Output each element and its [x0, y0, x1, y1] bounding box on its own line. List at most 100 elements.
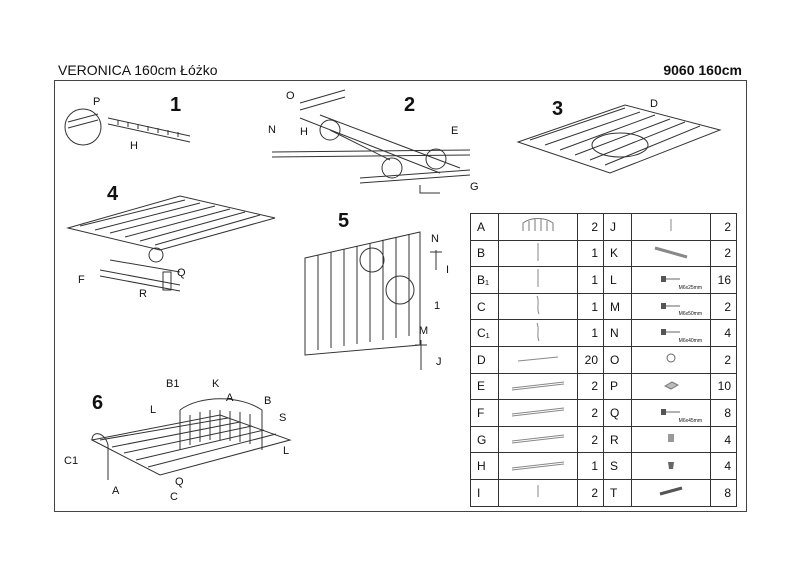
- part-icon: [498, 292, 578, 321]
- part-spec: M6x40mm: [678, 337, 702, 344]
- part-quantity: 1: [577, 239, 604, 268]
- part-icon: [631, 372, 711, 401]
- document-title: VERONICA 160cm Łóżko: [58, 62, 218, 78]
- label-p: P: [93, 96, 101, 108]
- part-icon: [498, 345, 578, 374]
- part-letter: F: [470, 399, 499, 427]
- label-q: Q: [177, 267, 186, 279]
- part-icon: M6x45mm: [631, 399, 711, 427]
- part-letter: E: [470, 372, 499, 401]
- part-quantity: 8: [710, 478, 737, 507]
- part-letter: T: [603, 478, 632, 507]
- label-s: S: [279, 412, 287, 424]
- screw-icon: [660, 406, 682, 420]
- curved-bar-icon: [533, 295, 543, 319]
- part-quantity: 2: [710, 239, 737, 268]
- bolt-icon: [666, 219, 676, 236]
- part-quantity: 16: [710, 266, 737, 294]
- label-a: A: [226, 392, 234, 404]
- part-letter: K: [603, 239, 632, 268]
- label-l: L: [283, 445, 290, 457]
- part-icon: [631, 213, 711, 241]
- label-c: C: [170, 491, 178, 503]
- part-letter: N: [603, 319, 632, 347]
- part-icon: [498, 239, 578, 268]
- part-letter: B: [470, 239, 499, 268]
- part-letter: G: [470, 425, 499, 454]
- step5-diagram: [304, 231, 442, 370]
- label-d: D: [650, 98, 658, 110]
- part-quantity: 2: [577, 399, 604, 427]
- pin-icon: [533, 485, 543, 502]
- cap-icon: [665, 460, 677, 474]
- step-number-5: 5: [338, 210, 350, 232]
- product-code: 9060 160cm: [663, 62, 742, 78]
- label-h: H: [300, 126, 308, 138]
- part-quantity: 2: [577, 425, 604, 454]
- part-icon: [631, 345, 711, 374]
- label-h: H: [130, 140, 138, 152]
- part-spec: M6x25mm: [678, 284, 702, 291]
- part-spec: M6x50mm: [678, 311, 702, 318]
- part-letter: O: [603, 345, 632, 374]
- screw-icon: [660, 300, 682, 314]
- part-icon: [498, 213, 578, 241]
- clip-icon: [665, 433, 677, 447]
- part-quantity: 1: [577, 292, 604, 321]
- label-1: 1: [434, 300, 441, 312]
- label-a: A: [112, 485, 120, 497]
- part-quantity: 20: [577, 345, 604, 374]
- part-quantity: 1: [577, 319, 604, 347]
- part-letter: P: [603, 372, 632, 401]
- part-icon: [498, 319, 578, 347]
- step6-diagram: [90, 398, 292, 480]
- pad-icon: [663, 379, 680, 393]
- part-quantity: 4: [710, 319, 737, 347]
- part-icon: [631, 452, 711, 480]
- part-icon: [498, 399, 578, 427]
- part-quantity: 2: [577, 213, 604, 241]
- label-l: L: [150, 404, 157, 416]
- instruction-frame: [54, 80, 747, 512]
- screw-icon: [660, 326, 682, 340]
- part-icon: [631, 425, 711, 454]
- part-letter: L: [603, 266, 632, 294]
- part-letter: C₁: [470, 319, 499, 347]
- label-b1: B1: [166, 378, 180, 390]
- step-number-3: 3: [552, 98, 564, 120]
- step-number-1: 1: [170, 94, 182, 116]
- step-number-4: 4: [107, 183, 119, 205]
- label-q: Q: [175, 476, 184, 488]
- step2-diagram: [271, 89, 471, 194]
- part-icon: M6x25mm: [631, 266, 711, 294]
- screw-icon: [660, 273, 682, 287]
- part-icon: [498, 452, 578, 480]
- label-o: O: [286, 90, 295, 102]
- part-quantity: 2: [710, 345, 737, 374]
- part-letter: C: [470, 292, 499, 321]
- part-icon: [631, 478, 711, 507]
- part-letter: D: [470, 345, 499, 374]
- label-e: E: [451, 125, 459, 137]
- label-i: I: [446, 264, 450, 276]
- washer-icon: [665, 353, 677, 367]
- part-icon: [631, 239, 711, 268]
- step1-diagram: [64, 108, 191, 146]
- step3-diagram: [516, 104, 722, 174]
- part-letter: Q: [603, 399, 632, 427]
- label-b: B: [264, 395, 272, 407]
- step4-diagram: [66, 195, 276, 292]
- label-k: K: [212, 378, 220, 390]
- part-quantity: 2: [577, 478, 604, 507]
- part-letter: J: [603, 213, 632, 241]
- part-letter: M: [603, 292, 632, 321]
